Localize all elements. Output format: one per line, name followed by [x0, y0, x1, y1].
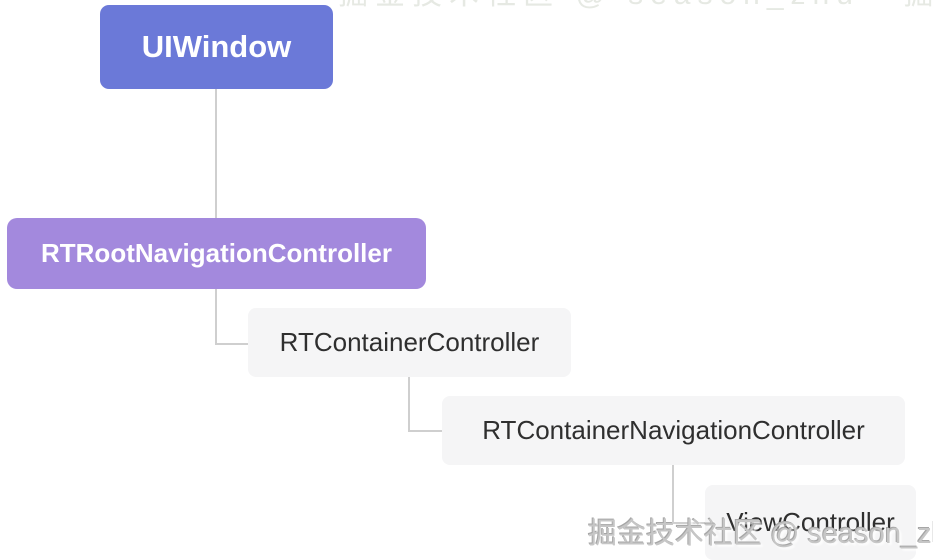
node-rt-container-controller: RTContainerController: [248, 308, 571, 377]
node-rt-container-controller-label: RTContainerController: [279, 327, 540, 357]
edge-uiwindow-to-rtroot: [215, 89, 217, 218]
edge-rtroot-horizontal: [215, 343, 248, 345]
node-uiwindow-label: UIWindow: [141, 29, 292, 64]
node-rt-root-navigation-controller: RTRootNavigationController: [7, 218, 426, 289]
node-rt-container-navigation-controller-label: RTContainerNavigationController: [482, 415, 865, 445]
node-view-controller: ViewController: [705, 485, 916, 560]
juejin-watermark: 掘金技术社区 @ season_zhu: [588, 518, 933, 550]
node-rt-container-navigation-controller: RTContainerNavigationController: [442, 396, 905, 465]
edge-rtcontainernav-vertical: [672, 465, 674, 524]
node-uiwindow: UIWindow: [100, 5, 333, 89]
watermark-fragment: 掘金技术社区 @ season_zhu: [338, 0, 860, 10]
watermark-fragment: 掘金技术社区 @ season_zhu: [903, 0, 933, 10]
edge-rtcontainer-vertical: [408, 377, 410, 432]
edge-rtroot-vertical: [215, 289, 217, 345]
top-watermark-strip: 掘金技术社区 @ season_zhu 掘金技术社区 @ season_zhu …: [338, 0, 933, 10]
top-watermark-strip-text: 掘金技术社区 @ season_zhu 掘金技术社区 @ season_zhu …: [338, 0, 933, 10]
node-rt-root-navigation-controller-label: RTRootNavigationController: [41, 238, 392, 268]
node-view-controller-label: ViewController: [726, 507, 895, 537]
edge-rtcontainernav-horizontal: [672, 522, 705, 524]
edge-rtcontainer-horizontal: [408, 430, 442, 432]
